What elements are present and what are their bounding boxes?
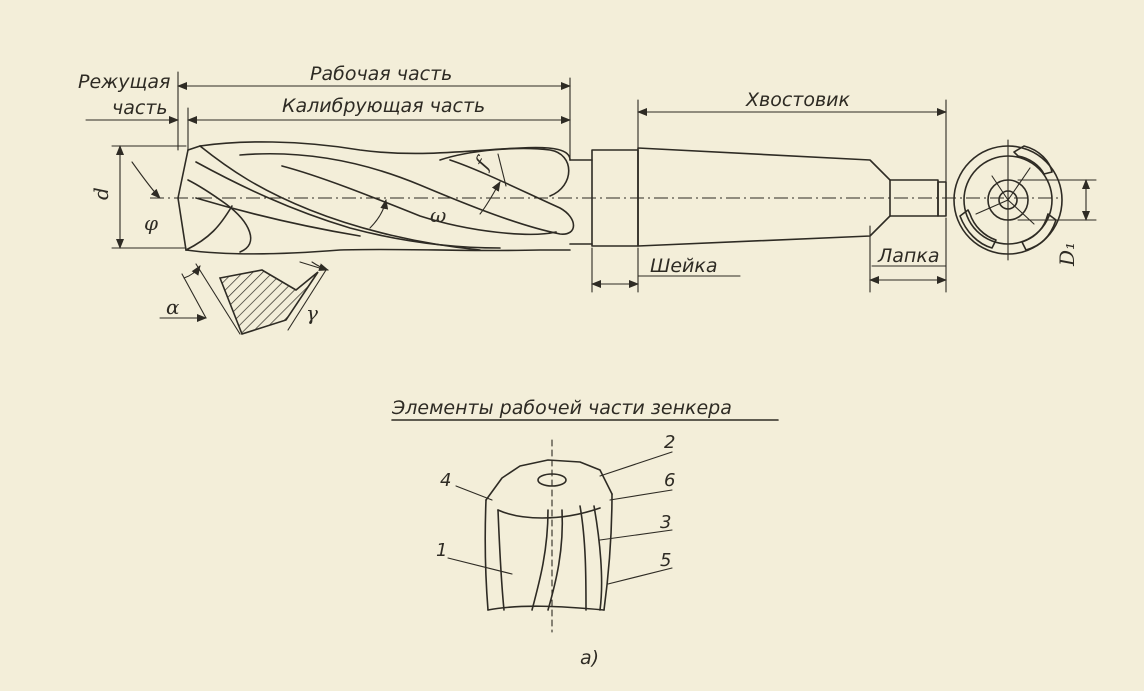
tooth-profile-hatched (218, 269, 319, 335)
calibrating-part-label: Калибрующая часть (282, 95, 485, 117)
detail-number-3: 3 (660, 512, 671, 533)
symbol-omega: ω (430, 203, 446, 227)
detail-number-1: 1 (436, 540, 447, 561)
neck-label: Шейка (650, 255, 717, 277)
detail-number-6: 6 (664, 470, 675, 491)
tang-label: Лапка (877, 245, 939, 267)
angle-marks (131, 153, 507, 229)
cutting-part-label-line2: часть (112, 97, 168, 119)
cutting-part-label-line1: Режущая (78, 71, 170, 93)
working-part-detail (447, 439, 673, 633)
shank-label: Хвостовик (745, 89, 851, 111)
symbol-phi: φ (144, 211, 158, 235)
end-view (953, 139, 1063, 261)
taper-shank (637, 147, 939, 247)
detail-caption: Элементы рабочей части зенкера (391, 397, 732, 419)
working-part-label: Рабочая часть (310, 63, 452, 85)
dimension-lines (85, 71, 1097, 293)
symbol-alpha: α (166, 295, 180, 319)
tooth-section (159, 261, 329, 335)
symbol-d: d (89, 187, 113, 200)
figure-label: а) (580, 647, 599, 669)
symbol-D1: D₁ (1055, 242, 1079, 267)
symbol-f: f (469, 151, 496, 174)
detail-number-4: 4 (440, 470, 451, 491)
symbol-gamma: γ (306, 301, 318, 325)
detail-number-5: 5 (660, 550, 671, 571)
countersink-shank (569, 147, 947, 247)
detail-number-2: 2 (664, 432, 675, 453)
